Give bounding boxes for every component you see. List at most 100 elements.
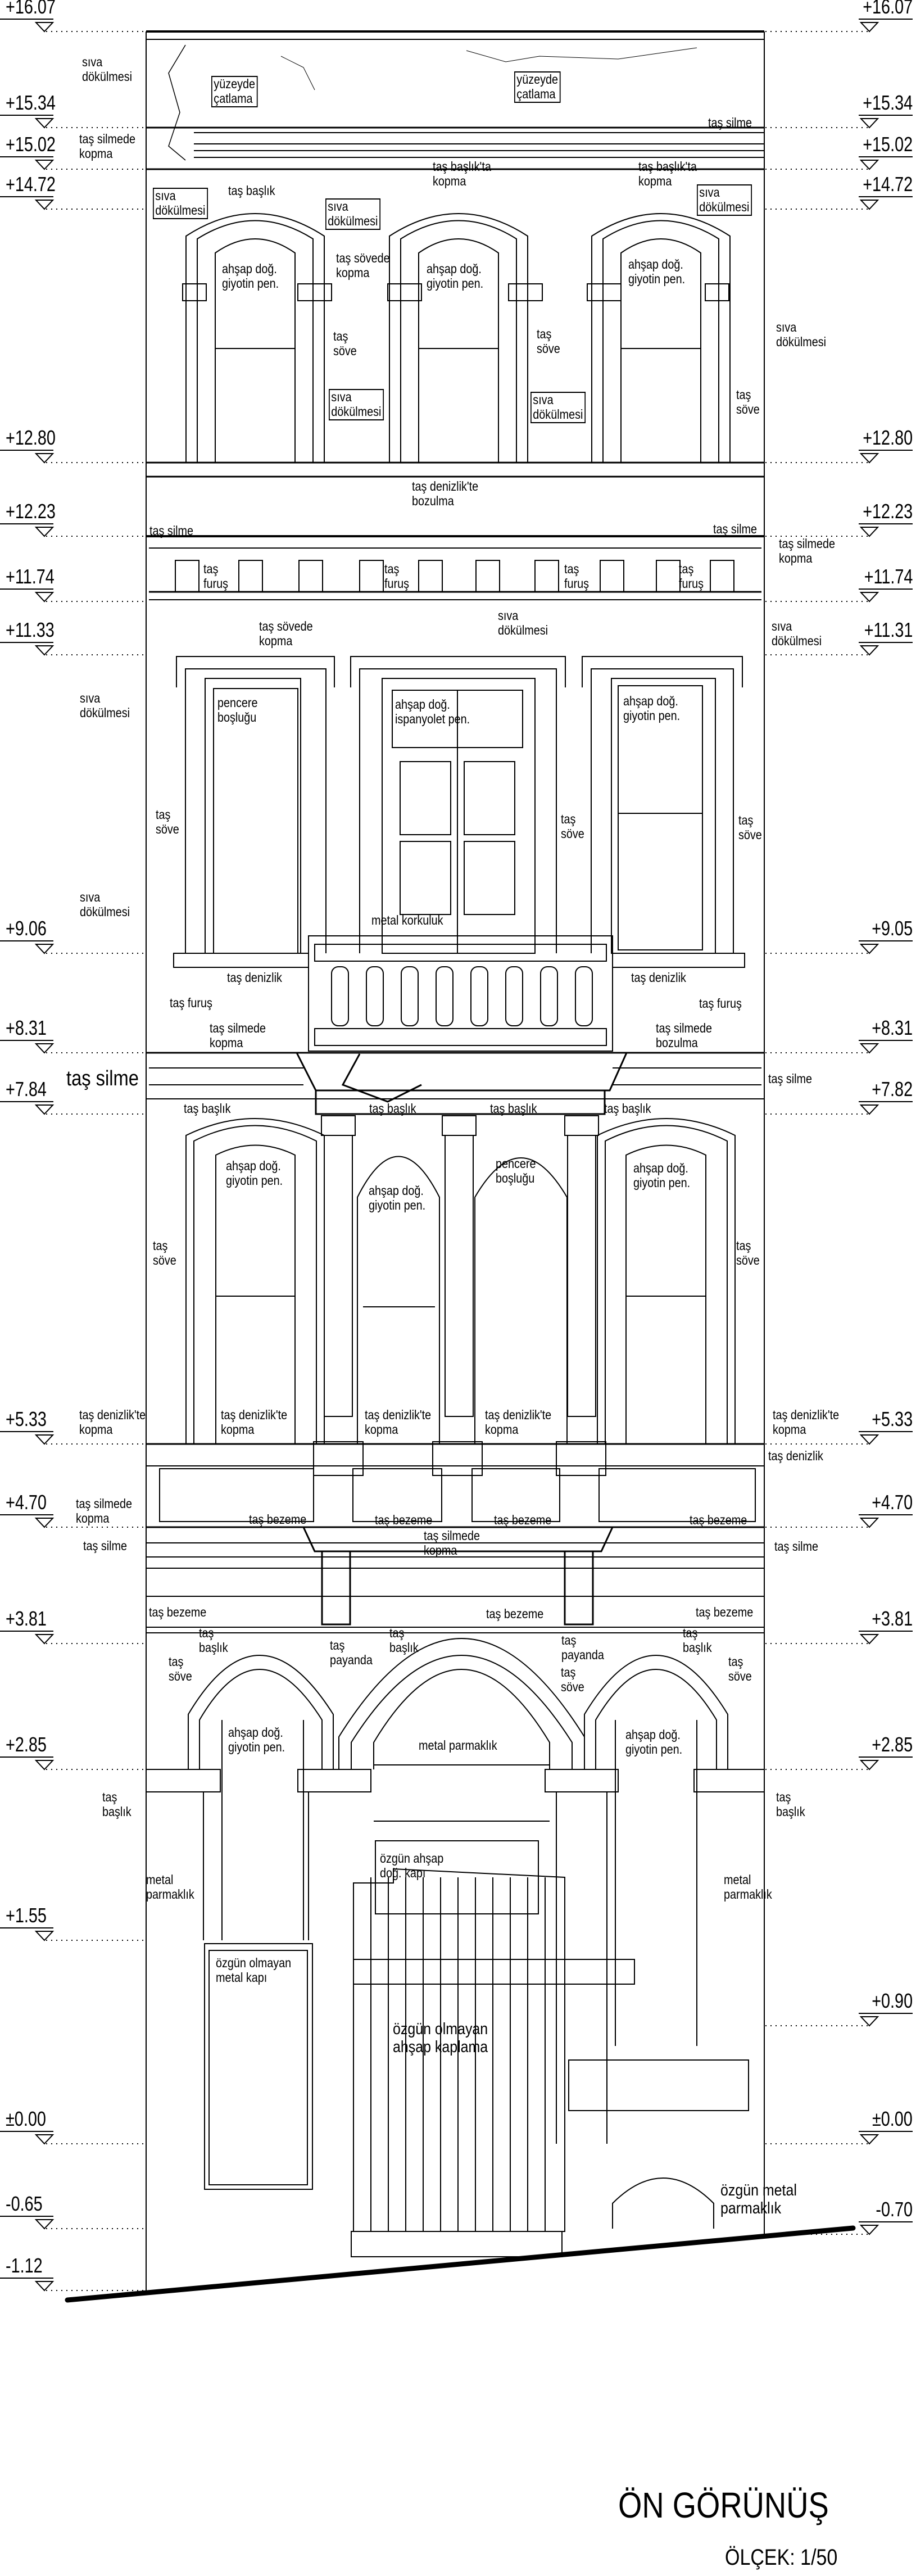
level-triangle-icon bbox=[34, 645, 55, 656]
baluster bbox=[575, 966, 593, 1026]
annotation-label: taş furuş bbox=[384, 562, 409, 591]
level-label-left: -1.12 bbox=[6, 2254, 43, 2277]
baluster bbox=[505, 966, 523, 1026]
level-label-right: +9.05 bbox=[872, 917, 913, 940]
balcony-balustrade bbox=[308, 935, 613, 1052]
level-markers bbox=[0, 19, 913, 2292]
annotation-label: özgün metal parmaklık bbox=[720, 2181, 797, 2218]
annotation-label: taş furuş bbox=[699, 996, 742, 1011]
ground-floor-entablature bbox=[146, 1542, 764, 1633]
annotation-label: metal korkuluk bbox=[371, 913, 443, 927]
level-triangle-icon bbox=[34, 1104, 55, 1115]
annotation-label: taş başlık bbox=[184, 1101, 231, 1116]
level-triangle-icon bbox=[34, 527, 55, 537]
top-floor-windows bbox=[182, 213, 731, 463]
annotation-label: sıva dökülmesi bbox=[530, 392, 586, 423]
level-triangle-icon bbox=[859, 944, 879, 954]
level-label-right: +14.72 bbox=[863, 173, 913, 196]
level-label-left: ±0.00 bbox=[6, 2107, 46, 2130]
level-label-right: +2.85 bbox=[872, 1733, 913, 1756]
level-label-left: +7.84 bbox=[6, 1078, 47, 1101]
level-triangle-icon bbox=[859, 592, 879, 603]
level-triangle-icon bbox=[34, 118, 55, 129]
level-triangle-icon bbox=[859, 1043, 879, 1054]
annotation-label: taş bezeme bbox=[375, 1513, 433, 1527]
annotation-label: taş başlık bbox=[228, 183, 275, 198]
annotation-label: sıva dökülmesi bbox=[772, 619, 822, 648]
annotation-label: taş başlık bbox=[199, 1626, 228, 1655]
annotation-label: özgün ahşap doğ. kapı bbox=[380, 1851, 444, 1880]
level-label-left: +16.07 bbox=[6, 0, 56, 18]
level-label-left: +12.23 bbox=[6, 500, 56, 523]
annotation-label: taş söve bbox=[728, 1654, 752, 1683]
annotation-label: pencere boşluğu bbox=[496, 1156, 536, 1185]
level-label-left: +8.31 bbox=[6, 1016, 47, 1039]
level-label-right: -0.70 bbox=[876, 2198, 913, 2221]
level-label-left: +15.34 bbox=[6, 91, 56, 114]
annotation-label: sıva dökülmesi bbox=[153, 188, 208, 219]
annotation-label: sıva dökülmesi bbox=[82, 55, 133, 84]
annotation-label: taş denizlik bbox=[631, 970, 686, 985]
annotation-label: taş söve bbox=[736, 387, 760, 416]
level-triangle-icon bbox=[34, 1434, 55, 1445]
annotation-label: ahşap doğ. giyotin pen. bbox=[427, 261, 484, 291]
annotation-label: ahşap doğ. giyotin pen. bbox=[633, 1161, 691, 1190]
annotation-label: ahşap doğ. giyotin pen. bbox=[625, 1727, 683, 1756]
annotation-label: taş başlık bbox=[369, 1101, 416, 1116]
annotation-label: taş silmede bozulma bbox=[656, 1021, 713, 1050]
annotation-label: taş denizlik bbox=[768, 1448, 823, 1463]
level-triangle-icon bbox=[859, 118, 879, 129]
level-triangle-icon bbox=[34, 160, 55, 170]
annotation-label: taş denizlik'te kopma bbox=[773, 1407, 840, 1437]
annotation-label: taş söve bbox=[736, 1238, 760, 1267]
level-label-left: +1.55 bbox=[6, 1904, 47, 1927]
annotation-label: sıva dökülmesi bbox=[776, 320, 827, 349]
annotation-label: taş söve bbox=[537, 327, 560, 356]
level-triangle-icon bbox=[859, 527, 879, 537]
annotation-label: taş furuş bbox=[564, 562, 589, 591]
level-triangle-icon bbox=[859, 1634, 879, 1645]
annotation-label: taş silme bbox=[774, 1539, 819, 1554]
level-triangle-icon bbox=[34, 200, 55, 210]
annotation-label: ahşap doğ. giyotin pen. bbox=[222, 261, 279, 291]
annotation-label: taş sövede kopma bbox=[336, 251, 390, 280]
baluster bbox=[331, 966, 349, 1026]
annotation-label: taş bezeme bbox=[486, 1606, 544, 1621]
ground-floor-arches bbox=[146, 1638, 765, 2144]
annotation-label: taş silmede kopma bbox=[779, 536, 836, 565]
level-label-right: +4.70 bbox=[872, 1491, 913, 1514]
annotation-label: taş silme bbox=[66, 1067, 139, 1090]
baluster bbox=[401, 966, 419, 1026]
doors bbox=[204, 1868, 749, 2257]
annotation-label: taş silmede kopma bbox=[210, 1021, 266, 1050]
level-triangle-icon bbox=[859, 1760, 879, 1771]
level-label-right: +16.07 bbox=[863, 0, 913, 18]
drawing-scale: ÖLÇEK: 1/50 bbox=[725, 2545, 838, 2570]
annotation-label: taş başlık bbox=[604, 1101, 651, 1116]
annotation-label: taş söve bbox=[169, 1654, 192, 1683]
level-triangle-icon bbox=[34, 2134, 55, 2145]
annotation-label: taş söve bbox=[333, 329, 357, 358]
annotation-label: ahşap doğ. giyotin pen. bbox=[623, 694, 681, 723]
stone-corbels bbox=[175, 560, 734, 592]
annotation-label: taş denizlik'te kopma bbox=[485, 1407, 552, 1437]
annotation-label: taş bezeme bbox=[690, 1513, 747, 1527]
annotation-label: taş başlık bbox=[102, 1790, 131, 1819]
annotation-label: sıva dökülmesi bbox=[325, 198, 380, 230]
first-floor-windows bbox=[185, 1115, 736, 1476]
level-label-right: +11.74 bbox=[864, 565, 913, 588]
level-triangle-icon bbox=[34, 1931, 55, 1941]
baluster bbox=[436, 966, 454, 1026]
annotation-label: taş söve bbox=[561, 1665, 584, 1694]
level-triangle-icon bbox=[34, 1518, 55, 1528]
annotation-label: taş başlık bbox=[490, 1101, 537, 1116]
annotation-label: ahşap doğ. giyotin pen. bbox=[369, 1183, 426, 1212]
level-label-left: +11.33 bbox=[6, 618, 55, 641]
level-label-right: +12.23 bbox=[863, 500, 913, 523]
annotation-label: taş denizlik'te bozulma bbox=[412, 479, 479, 508]
annotation-label: pencere boşluğu bbox=[217, 695, 258, 725]
annotation-label: sıva dökülmesi bbox=[697, 184, 752, 216]
level-label-left: +14.72 bbox=[6, 173, 56, 196]
annotation-label: sıva dökülmesi bbox=[329, 389, 384, 420]
